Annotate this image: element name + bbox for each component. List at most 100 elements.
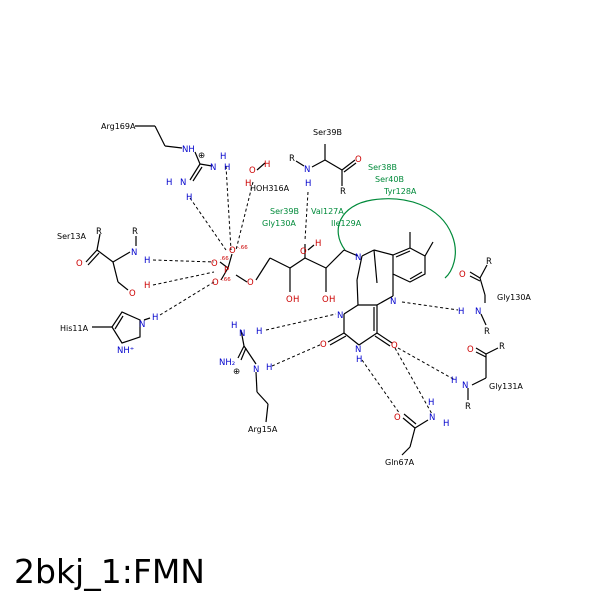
label-his11: His11A xyxy=(60,324,89,333)
charge-label: -.66 xyxy=(220,277,231,283)
label-ser39b: Ser39B xyxy=(313,128,342,137)
atom-r: R xyxy=(499,342,505,352)
atom-h: H xyxy=(315,239,321,249)
ligand-atom-labels: O -.66 O .66 P O -.66 O O H O H O H N N … xyxy=(211,239,398,365)
hydrophobic-labels: Ser39B Gly130A Val127A Ile129A Ser38B Se… xyxy=(262,163,417,228)
atom-n: N xyxy=(355,345,361,355)
atom-h: H xyxy=(264,160,270,170)
atom-h: H xyxy=(458,307,464,317)
atom-h: H xyxy=(166,178,172,188)
atom-n: N xyxy=(337,311,343,321)
atom-n: N xyxy=(210,163,216,173)
atom-o: O xyxy=(391,341,398,351)
atom-n: N xyxy=(239,329,245,339)
atom-h: H xyxy=(152,313,158,323)
atom-h: H xyxy=(443,419,449,429)
residue-arg15: H N H NH₂ ⊕ N H Arg15A xyxy=(219,321,278,434)
atom-h: H xyxy=(144,281,150,291)
residue-gly130: O R Gly130A H N R xyxy=(458,257,531,337)
ribityl-chain xyxy=(219,244,359,292)
atom-n: NH xyxy=(182,145,195,155)
atom-r: R xyxy=(96,227,102,237)
atom-oh: O xyxy=(322,295,329,305)
residue-his11: His11A N H NH⁺ xyxy=(60,311,158,356)
atom-n: N xyxy=(180,178,186,188)
hydrophobic-tyr128: Tyr128A xyxy=(383,187,417,196)
hydrophobic-gly130: Gly130A xyxy=(262,219,296,228)
atom-o: O xyxy=(355,155,362,165)
atom-p: P xyxy=(224,266,229,276)
residue-ser39b: Ser39B R N H O R xyxy=(289,128,362,197)
label-arg15: Arg15A xyxy=(248,425,278,434)
atom-h: H xyxy=(451,376,457,386)
atom-n: N xyxy=(429,413,435,423)
residue-hoh316: H O H HOH316A xyxy=(245,160,290,193)
atom-h: H xyxy=(224,163,230,173)
atom-h: H xyxy=(220,152,226,162)
label-gln67: Gln67A xyxy=(385,458,415,467)
atom-n: N xyxy=(139,320,145,330)
atom-r: R xyxy=(132,227,138,237)
hydrophobic-val127: Val127A xyxy=(311,207,344,216)
atom-n: N xyxy=(304,165,310,175)
label-gly131: Gly131A xyxy=(489,382,523,391)
hydrogen-bonds xyxy=(152,165,459,415)
atom-r: R xyxy=(486,257,492,267)
atom-r: R xyxy=(484,327,490,337)
atom-h: H xyxy=(231,321,237,331)
atom-h: H xyxy=(428,398,434,408)
atom-n: N xyxy=(462,381,468,391)
residue-arg169: Arg169A NH ⊕ N H H H N H xyxy=(101,122,230,203)
atom-n: N xyxy=(253,365,259,375)
charge-plus-icon: ⊕ xyxy=(233,367,240,377)
atom-n: N xyxy=(390,297,396,307)
atom-o: O xyxy=(247,278,254,288)
atom-n: N xyxy=(475,307,481,317)
atom-o: O xyxy=(212,278,219,288)
atom-n: N xyxy=(131,248,137,258)
residue-gln67: O H N H Gln67A xyxy=(385,398,449,467)
atom-o: O xyxy=(129,289,136,299)
hydrophobic-ser40b: Ser40B xyxy=(375,175,404,184)
hydrophobic-ser39b: Ser39B xyxy=(270,207,299,216)
atom-r: R xyxy=(465,402,471,412)
atom-o: O xyxy=(300,247,307,257)
hydrophobic-ile129: Ile129A xyxy=(331,219,362,228)
hydrophobic-ser38b: Ser38B xyxy=(368,163,397,172)
label-arg169: Arg169A xyxy=(101,122,136,131)
atom-o: O xyxy=(76,259,83,269)
atom-o: O xyxy=(211,259,218,269)
atom-oh: O xyxy=(286,295,293,305)
page-title: 2bkj_1:FMN xyxy=(14,552,205,591)
residue-gly131: O R H N R Gly131A xyxy=(451,342,523,412)
atom-h: H xyxy=(356,355,362,365)
charge-plus-icon: ⊕ xyxy=(198,151,205,161)
label-gly130: Gly130A xyxy=(497,293,531,302)
atom-h: H xyxy=(329,295,335,305)
atom-h: H xyxy=(144,256,150,266)
atom-o: O xyxy=(249,166,256,176)
label-hoh316: HOH316A xyxy=(250,184,290,193)
charge-label: -.66 xyxy=(237,245,248,251)
atom-o: O xyxy=(394,413,401,423)
hydrophobic-contact-arc xyxy=(337,198,456,279)
atom-h: H xyxy=(266,363,272,373)
atom-h: H xyxy=(305,179,311,189)
atom-h: H xyxy=(293,295,299,305)
atom-o: O xyxy=(459,270,466,280)
atom-n: N xyxy=(355,253,361,263)
atom-o: O xyxy=(467,345,474,355)
atom-o: O xyxy=(229,246,236,256)
ligand-fmn xyxy=(327,232,434,347)
label-ser13: Ser13A xyxy=(57,232,86,241)
charge-label: .66 xyxy=(220,256,229,262)
atom-h: H xyxy=(245,179,251,189)
atom-r: R xyxy=(340,187,346,197)
atom-nh2: NH₂ xyxy=(219,358,235,368)
atom-r: R xyxy=(289,154,295,164)
residue-ser13: Ser13A R R O N H O H xyxy=(57,227,150,299)
atom-h: H xyxy=(256,327,262,337)
atom-o: O xyxy=(320,340,327,350)
atom-h: H xyxy=(186,193,192,203)
